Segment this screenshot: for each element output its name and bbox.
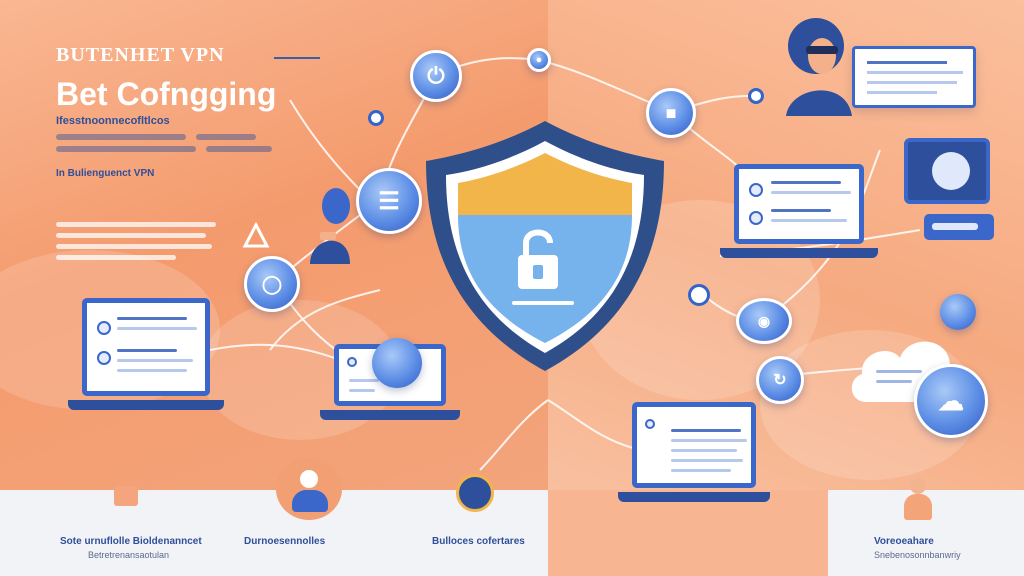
section-label: In Bulienguenct VPN bbox=[56, 168, 155, 179]
brand-name: BUTENHET VPN bbox=[56, 44, 225, 66]
placeholder-text-line bbox=[56, 255, 176, 260]
page-title: Bet Cofngging bbox=[56, 76, 277, 112]
laptop-base bbox=[720, 248, 878, 258]
placeholder-text-line bbox=[56, 233, 206, 238]
app-icon bbox=[97, 351, 111, 365]
folder-icon bbox=[114, 486, 138, 506]
bottom-strip bbox=[0, 490, 1024, 576]
bottom-center-panel bbox=[548, 490, 828, 576]
placeholder-text-line bbox=[771, 181, 841, 184]
placeholder-text-line bbox=[771, 209, 831, 212]
person-body bbox=[292, 490, 328, 512]
toggle-node-button[interactable]: ◉ bbox=[736, 298, 792, 344]
placeholder-text-line bbox=[771, 219, 847, 222]
placeholder-text-line bbox=[349, 389, 375, 392]
caption-left-sub: Betretrenansaotulan bbox=[88, 550, 170, 560]
brand-rule bbox=[274, 57, 320, 59]
laptop-left bbox=[68, 298, 224, 410]
placeholder-text-line bbox=[117, 327, 197, 330]
cloud-icon: ☁ bbox=[938, 385, 964, 416]
small-node-button[interactable]: ● bbox=[527, 48, 551, 72]
globe-node-button[interactable]: ◯ bbox=[244, 256, 300, 312]
caption-right-sub: Snebenosonnbanwriy bbox=[874, 550, 961, 560]
laptop-bottom bbox=[618, 402, 770, 502]
placeholder-text-line bbox=[117, 369, 187, 372]
connection-dot bbox=[940, 294, 976, 330]
laptop-screen bbox=[632, 402, 756, 488]
person-head bbox=[910, 478, 926, 494]
person-avatar bbox=[786, 18, 852, 116]
laptop-screen bbox=[82, 298, 210, 396]
secure-badge-icon bbox=[456, 474, 494, 512]
menu-node-button[interactable]: ☰ bbox=[356, 168, 422, 234]
placeholder-text-line bbox=[196, 134, 256, 140]
placeholder-text-line bbox=[56, 146, 196, 152]
laptop-base bbox=[618, 492, 770, 502]
cloud-node-button[interactable]: ☁ bbox=[914, 364, 988, 438]
connection-dot bbox=[688, 284, 710, 306]
connection-dot bbox=[368, 110, 384, 126]
laptop-base bbox=[68, 400, 224, 410]
app-icon bbox=[97, 321, 111, 335]
warning-triangle-icon bbox=[242, 222, 270, 248]
lock-icon: ■ bbox=[665, 102, 677, 123]
app-icon bbox=[645, 419, 655, 429]
caption-center-right: Bulloces cofertares bbox=[432, 536, 525, 547]
placeholder-text-line bbox=[671, 439, 747, 442]
placeholder-text-line bbox=[56, 244, 212, 249]
placeholder-text-line bbox=[867, 81, 957, 84]
hand-touch-icon bbox=[372, 338, 422, 388]
person-head bbox=[300, 470, 318, 488]
person-illustration bbox=[276, 458, 342, 520]
placeholder-text-line bbox=[867, 91, 937, 94]
globe-icon: ◯ bbox=[261, 273, 283, 294]
placeholder-text-line bbox=[671, 449, 737, 452]
placeholder-text-line bbox=[117, 317, 187, 320]
power-icon: ⏻ bbox=[427, 63, 445, 88]
app-icon bbox=[749, 211, 763, 225]
refresh-node-button[interactable]: ↻ bbox=[756, 356, 804, 404]
menu-icon: ☰ bbox=[378, 187, 400, 215]
placeholder-text-line bbox=[56, 134, 186, 140]
app-icon bbox=[749, 183, 763, 197]
refresh-icon: ↻ bbox=[773, 372, 787, 389]
message-card bbox=[852, 46, 976, 108]
laptop-base bbox=[320, 410, 460, 420]
person-illustration bbox=[900, 478, 936, 522]
caption-center-left: Durnoesennolles bbox=[244, 536, 326, 547]
user-icon bbox=[310, 188, 350, 264]
placeholder-text-line bbox=[867, 71, 963, 74]
toggle-icon: ◉ bbox=[757, 312, 771, 329]
power-node-button[interactable]: ⏻ bbox=[410, 50, 462, 102]
shield-lock-icon bbox=[426, 121, 664, 371]
caption-right: Voreoeahare bbox=[874, 536, 934, 547]
disc-icon bbox=[932, 152, 970, 190]
placeholder-text-line bbox=[671, 429, 741, 432]
placeholder-text-line bbox=[771, 191, 851, 194]
placeholder-text-line bbox=[117, 359, 193, 362]
placeholder-text-line bbox=[206, 146, 272, 152]
laptop-screen bbox=[734, 164, 864, 244]
lock-node-button[interactable]: ■ bbox=[646, 88, 696, 138]
placeholder-text-line bbox=[671, 459, 743, 462]
lock-icon: ● bbox=[535, 54, 543, 66]
placeholder-text-line bbox=[349, 379, 379, 382]
app-icon bbox=[347, 357, 357, 367]
router-device bbox=[924, 214, 994, 240]
placeholder-text-line bbox=[867, 61, 947, 64]
tablet-device bbox=[904, 138, 990, 204]
placeholder-text-line bbox=[671, 469, 731, 472]
connection-dot bbox=[748, 88, 764, 104]
laptop-right bbox=[720, 164, 878, 258]
person-body bbox=[904, 494, 932, 520]
placeholder-text-line bbox=[117, 349, 177, 352]
page-subtitle: Ifesstnoonnecofltlcos bbox=[56, 115, 170, 127]
caption-left: Sote urnuflolle Bioldenanncet bbox=[60, 536, 202, 547]
heading-block: BUTENHET VPN bbox=[56, 44, 320, 67]
placeholder-text-line bbox=[56, 222, 216, 227]
router-slot bbox=[932, 223, 978, 230]
